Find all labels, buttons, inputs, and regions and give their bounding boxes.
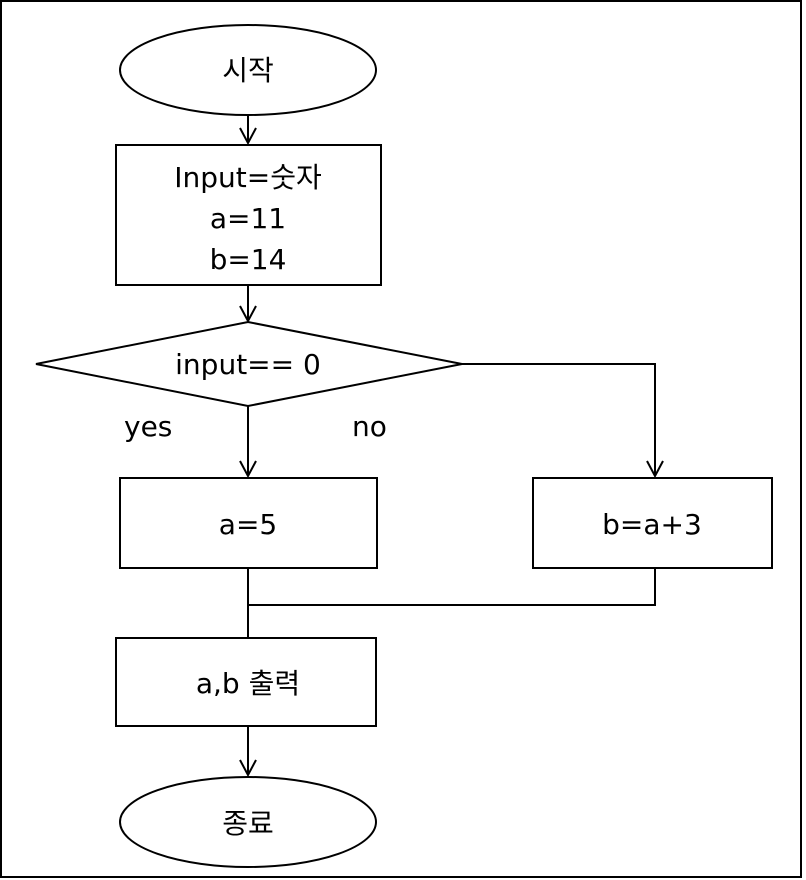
start-label: 시작 [222, 54, 274, 87]
edge-merge [247, 568, 656, 638]
end-ellipse [119, 776, 377, 868]
assign-b-box [532, 477, 773, 569]
assign-b-node: b=a+3 [532, 477, 773, 569]
decision-label: input== 0 [175, 348, 321, 381]
yes-label: yes [124, 410, 172, 443]
end-label: 종료 [222, 807, 274, 840]
input-line-1: Input=숫자 [174, 161, 321, 194]
output-box [115, 637, 377, 727]
output-label: a,b 출력 [196, 667, 300, 700]
input-node: Input=숫자 a=11 b=14 [115, 144, 382, 286]
no-label: no [352, 410, 387, 443]
end-node: 종료 [119, 776, 377, 868]
edge-decision-assign-b [462, 363, 664, 479]
input-box [115, 144, 382, 286]
edge-output-end [239, 726, 257, 778]
input-line-3: b=14 [210, 243, 287, 276]
edge-decision-assign-a [239, 406, 257, 479]
assign-a-node: a=5 [119, 477, 378, 569]
output-node: a,b 출력 [115, 637, 377, 727]
assign-a-label: a=5 [219, 508, 277, 541]
assign-b-label: b=a+3 [602, 508, 702, 541]
input-line-2: a=11 [210, 202, 286, 235]
start-node: 시작 [119, 24, 377, 116]
edge-start-input [239, 115, 257, 146]
